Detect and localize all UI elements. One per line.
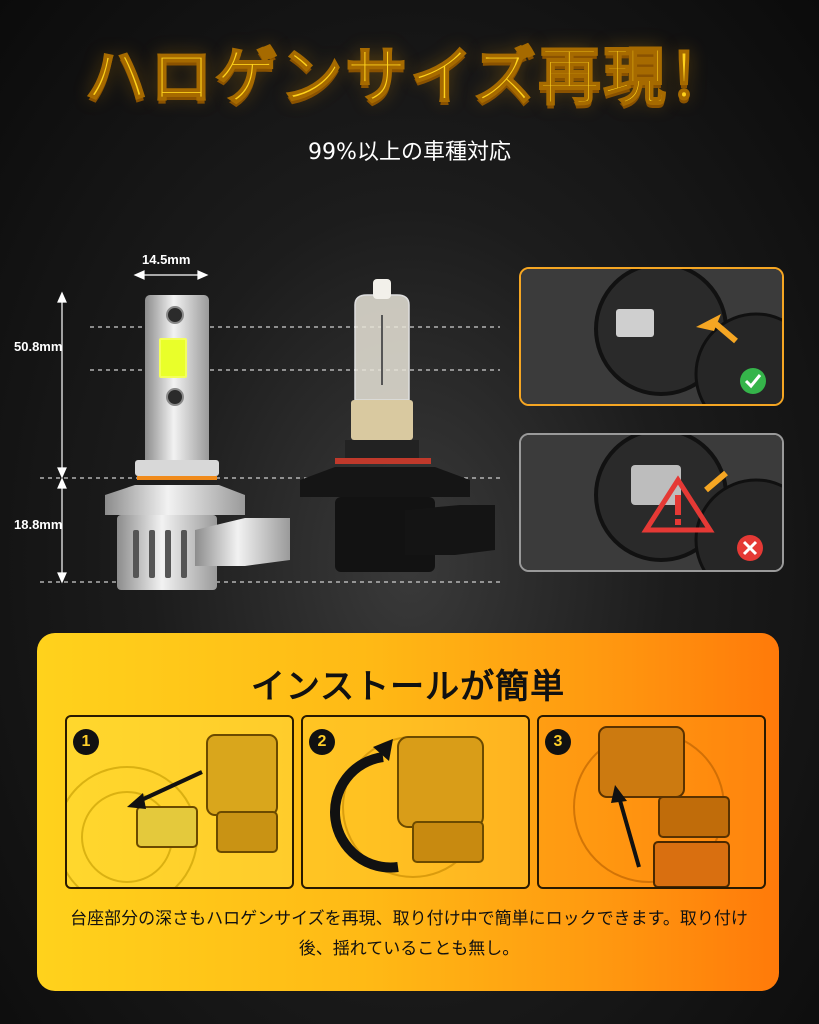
step-number-2: 2: [309, 729, 335, 755]
lower-height-label: 18.8mm: [14, 517, 63, 532]
insert-arrow-icon: [127, 770, 203, 809]
upper-height-label: 50.8mm: [14, 339, 63, 354]
warning-triangle-icon: [641, 475, 715, 533]
page-subtitle: 99%以上の車種対応: [308, 140, 511, 165]
bulky-bulb-photo: [519, 433, 784, 572]
cross-icon: [737, 535, 763, 561]
install-panel: インストールが簡単 1: [37, 633, 779, 991]
width-label: 14.5mm: [142, 252, 191, 267]
checkmark-icon: [740, 368, 766, 394]
page-title: ハロゲンサイズ再現！: [84, 39, 734, 114]
rotate-arrow-icon: [330, 739, 399, 873]
led-installed-photo: [519, 267, 784, 406]
step-number-3: 3: [545, 729, 571, 755]
connect-arrow-icon: [611, 785, 641, 868]
install-step-2: 2: [301, 715, 530, 889]
led-bulb-image: [105, 295, 290, 590]
install-step-1: 1: [65, 715, 294, 889]
install-step-3: 3: [537, 715, 766, 889]
halogen-bulb-image: [300, 279, 495, 572]
install-title: インストールが簡単: [250, 667, 566, 707]
step-number-1: 1: [73, 729, 99, 755]
install-description: 台座部分の深さもハロゲンサイズを再現、取り付け中で簡単にロックできます。取り付け…: [70, 909, 748, 959]
